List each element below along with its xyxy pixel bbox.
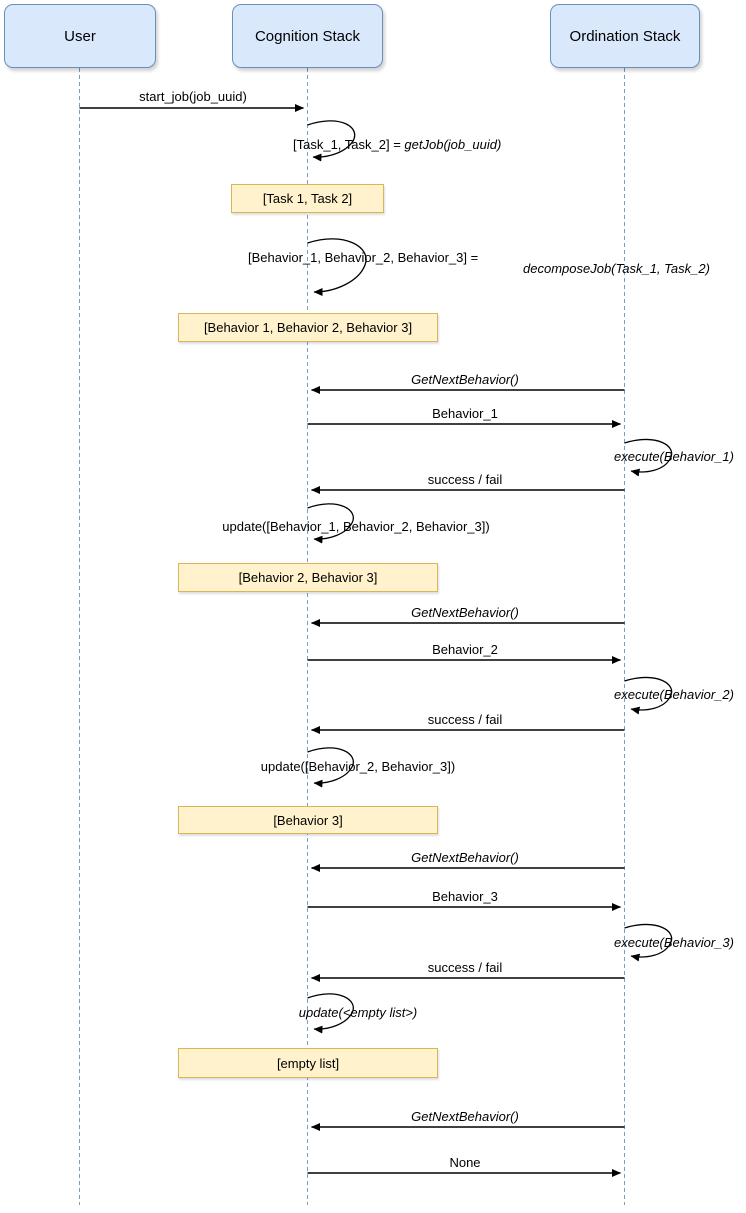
label-behavior-2: Behavior_2 [432, 642, 498, 657]
note-empty-list: [empty list] [178, 1048, 438, 1078]
actor-label-cognition-stack: Cognition Stack [254, 27, 361, 45]
label-execute-1: execute(Behavior_1) [614, 449, 734, 464]
actor-box-ordination-stack: Ordination Stack [550, 4, 700, 68]
self-loop-execute-2 [624, 676, 673, 715]
label-start-job: start_job(job_uuid) [139, 89, 247, 104]
self-loop-update-full [307, 503, 354, 544]
actor-box-cognition-stack: Cognition Stack [232, 4, 383, 68]
note-empty-list-text: [empty list] [276, 1055, 340, 1071]
note-behaviors-all: [Behavior 1, Behavior 2, Behavior 3] [178, 313, 438, 342]
label-get-next-behavior-3: GetNextBehavior() [411, 850, 519, 865]
label-get-job: [Task_1, Task_2] = getJob(job_uuid) [293, 137, 502, 153]
note-task-list: [Task 1, Task 2] [231, 184, 384, 213]
label-execute-3: execute(Behavior_3) [614, 935, 734, 950]
self-loop-get-job [307, 120, 356, 162]
self-loop-decompose-job [307, 238, 367, 296]
note-behaviors-all-text: [Behavior 1, Behavior 2, Behavior 3] [203, 320, 413, 335]
label-none-reply: None [449, 1155, 481, 1170]
label-get-next-behavior-1: GetNextBehavior() [411, 372, 519, 387]
label-decompose-call: decomposeJob(Task_1, Task_2) [523, 261, 710, 276]
self-loop-update-empty [307, 993, 354, 1034]
label-get-job-prefix: [Task_1, Task_2] = [293, 137, 405, 152]
actor-label-ordination-stack: Ordination Stack [569, 27, 681, 45]
label-update-full: update([Behavior_1, Behavior_2, Behavior… [222, 519, 490, 534]
label-update-empty: update(<empty list>) [298, 1005, 418, 1020]
note-behaviors-23-text: [Behavior 2, Behavior 3] [238, 570, 378, 585]
label-get-job-call: getJob(job_uuid) [404, 137, 502, 152]
actor-box-user: User [4, 4, 156, 68]
label-success-fail-2: success / fail [427, 712, 503, 727]
label-behavior-3: Behavior_3 [432, 889, 498, 904]
self-loop-execute-3 [624, 923, 673, 962]
actor-label-user: User [64, 27, 96, 45]
label-get-next-behavior-2: GetNextBehavior() [411, 605, 519, 620]
label-get-next-behavior-4: GetNextBehavior() [411, 1109, 519, 1124]
self-loop-update-partial [307, 747, 354, 788]
label-behavior-1: Behavior_1 [432, 406, 498, 421]
label-decompose-prefix: [Behavior_1, Behavior_2, Behavior_3] = [248, 250, 479, 265]
label-update-partial: update([Behavior_2, Behavior_3]) [260, 759, 456, 774]
note-behaviors-23: [Behavior 2, Behavior 3] [178, 563, 438, 592]
label-success-fail-3: success / fail [427, 960, 503, 975]
note-behavior-3: [Behavior 3] [178, 806, 438, 834]
self-loop-execute-1 [624, 438, 673, 477]
label-success-fail-1: success / fail [427, 472, 503, 487]
note-behavior-3-text: [Behavior 3] [273, 812, 343, 828]
note-task-list-text: [Task 1, Task 2] [262, 191, 353, 206]
label-execute-2: execute(Behavior_2) [614, 687, 734, 702]
